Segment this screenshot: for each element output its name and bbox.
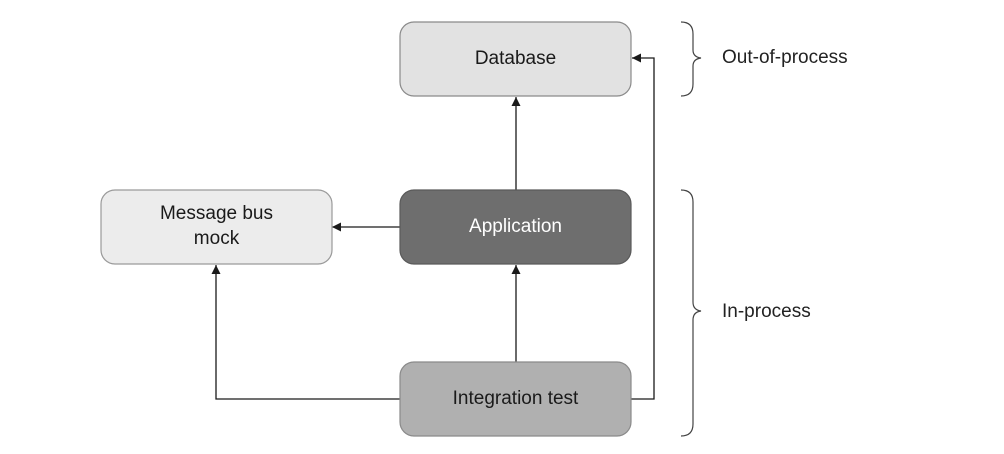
message-bus-label-line1: Message bus xyxy=(160,203,273,224)
edge-integration-test-to-message-bus xyxy=(211,265,400,400)
message-bus-label-line2: mock xyxy=(194,228,240,249)
integration-test-label: Integration test xyxy=(453,388,579,409)
edge-integration-test-to-database xyxy=(631,53,655,400)
application-label: Application xyxy=(469,216,562,237)
message-bus-mock-node: Message bus mock xyxy=(100,189,333,265)
out-of-process-brace xyxy=(680,21,702,97)
database-node: Database xyxy=(399,21,632,97)
database-label: Database xyxy=(475,48,556,69)
application-node: Application xyxy=(399,189,632,265)
integration-test-node: Integration test xyxy=(399,361,632,437)
in-process-brace xyxy=(680,189,702,437)
in-process-label: In-process xyxy=(722,301,811,322)
out-of-process-label: Out-of-process xyxy=(722,47,848,68)
